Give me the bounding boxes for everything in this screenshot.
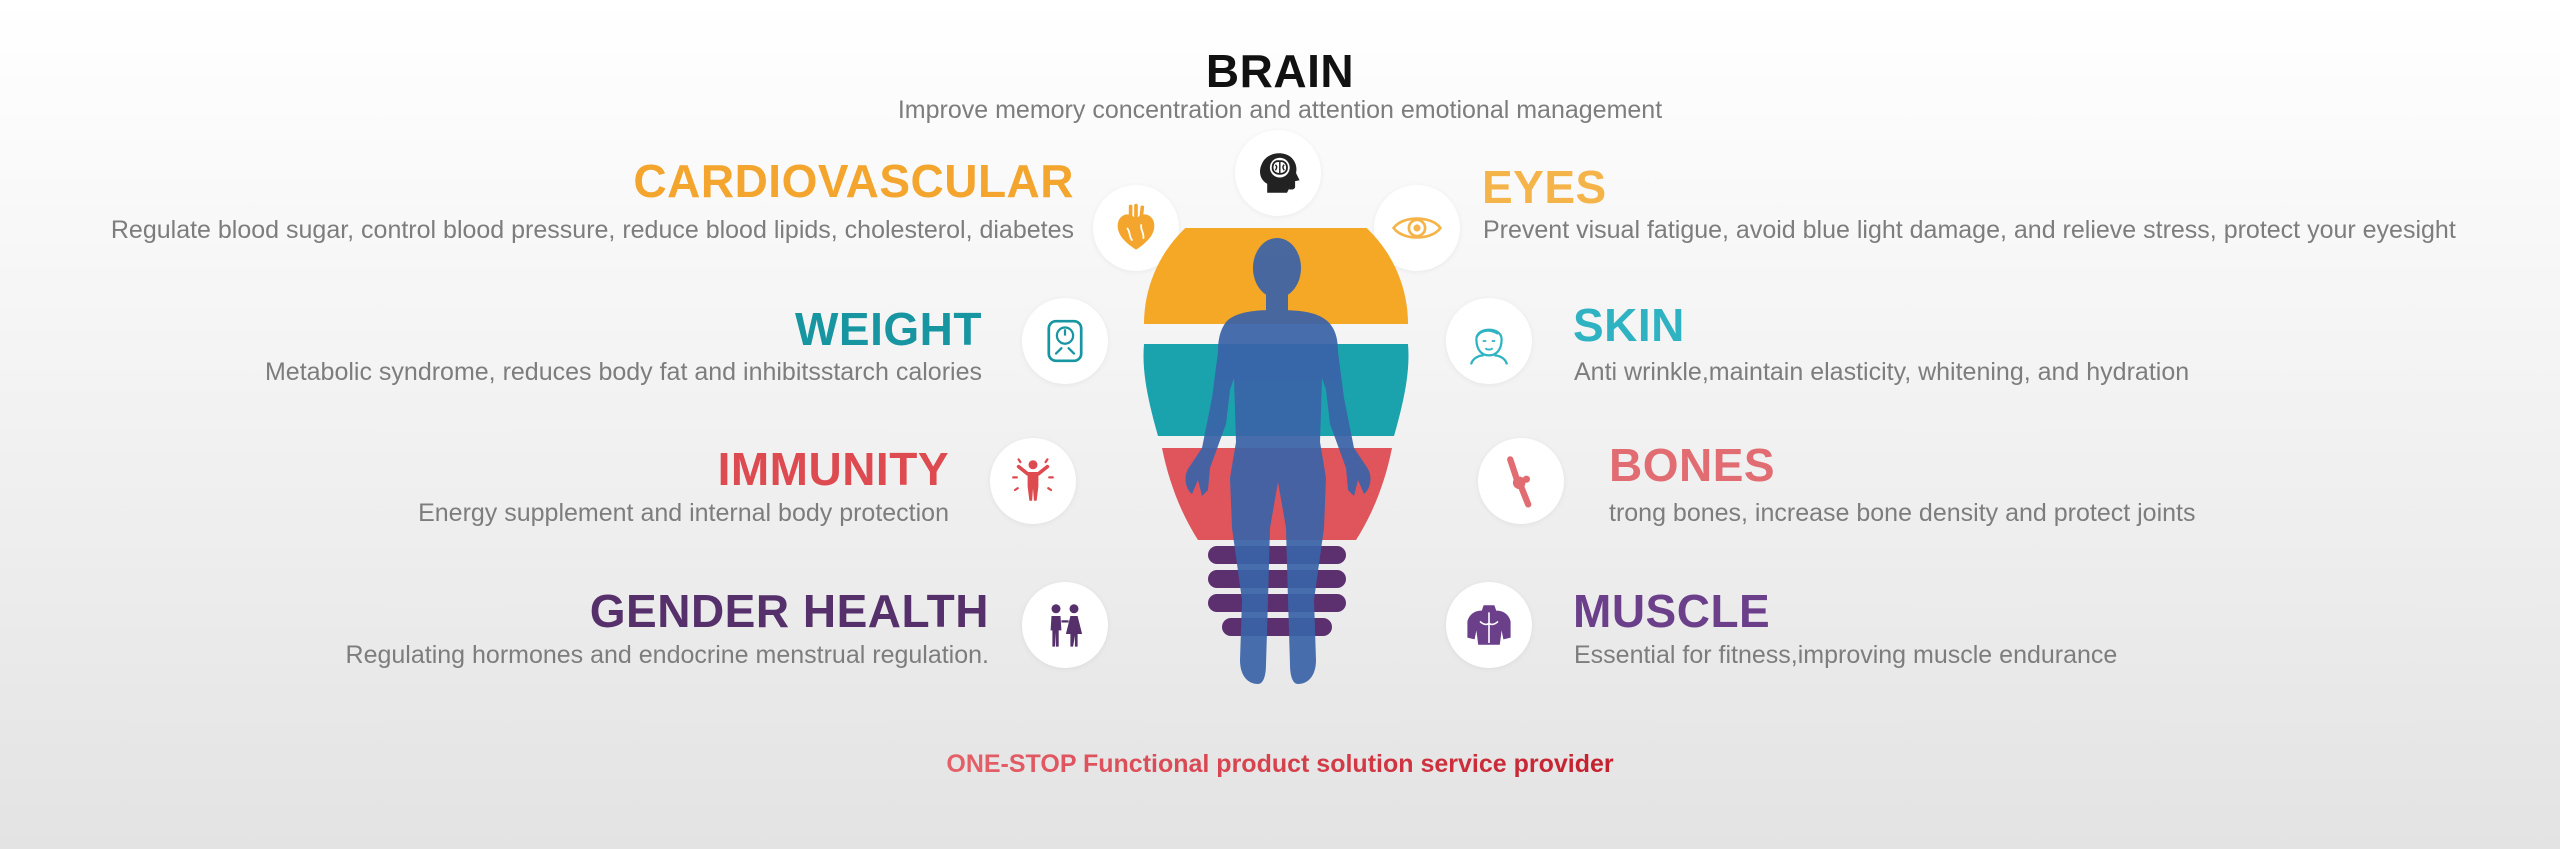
immunity-desc: Energy supplement and internal body prot… — [418, 499, 949, 527]
bulb-red-segment — [1162, 448, 1392, 540]
muscle-desc: Essential for fitness,improving muscle e… — [1574, 641, 2118, 669]
bones-title: BONES — [1609, 439, 1776, 491]
heart-icon — [1117, 203, 1155, 250]
bulb-purple-stripe — [1222, 618, 1332, 636]
immunity-icon-circle — [990, 438, 1076, 524]
shielded-person-icon — [1012, 458, 1054, 501]
muscle-title: MUSCLE — [1573, 585, 1771, 637]
brain-head-icon — [1260, 153, 1300, 193]
weight-title: WEIGHT — [795, 303, 982, 355]
couple-icon — [1050, 604, 1083, 647]
skin-icon-circle — [1446, 298, 1532, 384]
human-silhouette — [1185, 238, 1371, 684]
cardiovascular-desc: Regulate blood sugar, control blood pres… — [110, 216, 1074, 244]
brain-icon-circle — [1235, 130, 1321, 216]
brain-title: BRAIN — [1205, 45, 1355, 97]
face-icon — [1469, 328, 1509, 365]
gender-health-title: GENDER HEALTH — [589, 585, 989, 637]
scale-icon — [1047, 319, 1083, 363]
knee-joint-icon — [1507, 456, 1532, 508]
human-body-figure — [1143, 228, 1409, 684]
eye-icon — [1391, 217, 1443, 239]
skin-title: SKIN — [1573, 299, 1685, 351]
brain-desc: Improve memory concentration and attenti… — [897, 96, 1663, 124]
gender-health-icon-circle — [1022, 582, 1108, 668]
bones-icon-circle — [1478, 438, 1564, 524]
bulb-purple-stripe — [1208, 570, 1346, 588]
eyes-title: EYES — [1482, 161, 1607, 213]
eyes-desc: Prevent visual fatigue, avoid blue light… — [1483, 216, 2456, 244]
muscle-icon-circle — [1446, 582, 1532, 668]
tagline: ONE-STOP Functional product solution ser… — [0, 752, 2560, 777]
bulb-purple-stripe — [1208, 594, 1346, 612]
torso-muscle-icon — [1467, 605, 1511, 645]
weight-icon-circle — [1022, 298, 1108, 384]
skin-desc: Anti wrinkle,maintain elasticity, whiten… — [1574, 358, 2190, 386]
immunity-title: IMMUNITY — [717, 443, 949, 495]
bones-desc: trong bones, increase bone density and p… — [1609, 499, 2196, 527]
weight-desc: Metabolic syndrome, reduces body fat and… — [264, 358, 982, 386]
cardiovascular-title: CARDIOVASCULAR — [633, 155, 1074, 207]
bulb-purple-stripe — [1208, 546, 1346, 564]
tagline-text: ONE-STOP Functional product solution ser… — [946, 750, 1614, 778]
gender-health-desc: Regulating hormones and endocrine menstr… — [345, 641, 989, 669]
